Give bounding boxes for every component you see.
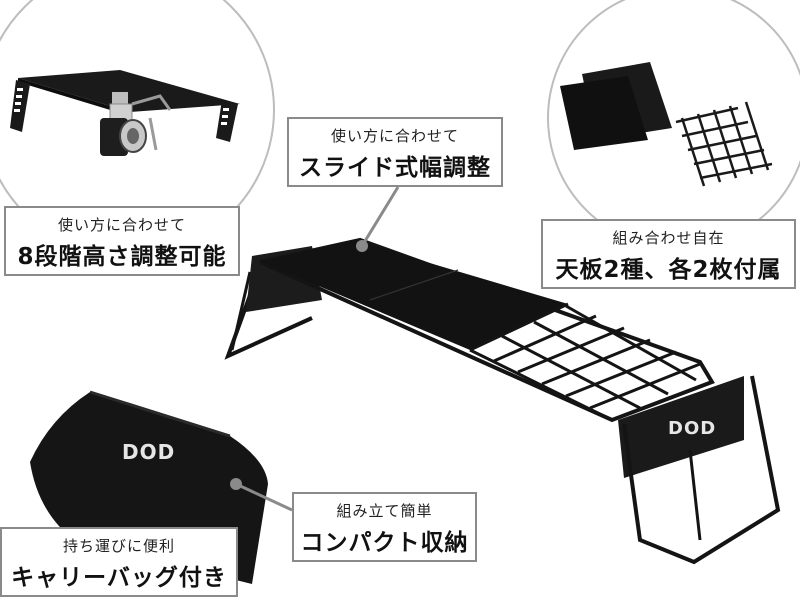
mesh-tabletop xyxy=(469,302,701,422)
compact-storage-caption: 組み立て簡単 xyxy=(336,502,433,520)
combination-caption: 組み合わせ自在 xyxy=(612,229,725,247)
combination-title: 天板2種、各2枚付属 xyxy=(555,257,782,283)
tabletop-detail-circle xyxy=(547,0,800,249)
compact-storage-title: コンパクト収納 xyxy=(300,530,469,556)
carry-bag-caption: 持ち運びに便利 xyxy=(62,537,175,555)
carry-bag-title: キャリーバッグ付き xyxy=(11,565,227,591)
height-adjust-callout: 使い方に合わせて 8段階高さ調整可能 xyxy=(4,206,240,276)
height-adjust-title: 8段階高さ調整可能 xyxy=(17,244,227,270)
slide-width-callout: 使い方に合わせて スライド式幅調整 xyxy=(287,117,503,187)
callout-pointers xyxy=(230,186,400,512)
panel-logo: DOD xyxy=(668,418,717,439)
height-adjust-caption: 使い方に合わせて xyxy=(57,216,186,234)
carry-bag-callout: 持ち運びに便利 キャリーバッグ付き xyxy=(0,527,238,597)
slide-width-title: スライド式幅調整 xyxy=(299,155,491,181)
height-detail-circle xyxy=(0,0,275,257)
compact-storage-callout: 組み立て簡単 コンパクト収納 xyxy=(292,492,477,562)
table-product xyxy=(224,237,781,565)
slide-width-caption: 使い方に合わせて xyxy=(330,127,459,145)
combination-callout: 組み合わせ自在 天板2種、各2枚付属 xyxy=(541,219,796,289)
bag-logo: DOD xyxy=(122,440,176,464)
